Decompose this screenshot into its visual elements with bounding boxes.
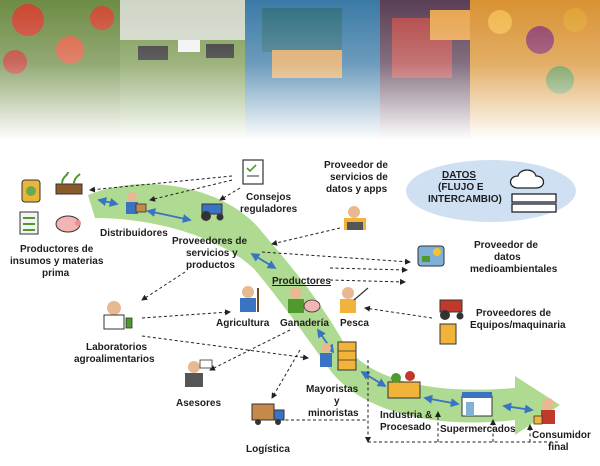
proveedor-medio-label-2: datos — [494, 252, 521, 263]
mayoristas-label-1: Mayoristas — [306, 384, 359, 395]
tractor-icon — [201, 203, 224, 221]
processing-plant-icon — [387, 371, 421, 399]
proveedores-equipos-label-2: Equipos/maquinaria — [470, 320, 566, 331]
seed-bag-icon — [21, 179, 41, 203]
consumidor-label-2: final — [548, 442, 569, 453]
proveedores-servicios-label-1: Proveedores de — [172, 236, 248, 247]
productores-insumos-label-3: prima — [42, 268, 70, 279]
datos-sub2: INTERCAMBIO) — [428, 194, 502, 205]
advisor-icon — [185, 359, 213, 387]
lab-scientist-icon — [103, 301, 133, 330]
mayoristas-label-3: minoristas — [308, 408, 359, 419]
logistics-truck-icon — [251, 403, 285, 425]
datos-title: DATOS — [442, 170, 477, 181]
farmer-icon — [240, 286, 259, 312]
proveedor-medio-label-3: medioambientales — [470, 264, 558, 275]
supermercados-label: Supermercados — [440, 424, 516, 435]
proveedores-equipos-label-1: Proveedores de — [476, 308, 552, 319]
consumidor-label-1: Consumidor — [532, 430, 591, 441]
laboratorios-label-2: agroalimentarios — [74, 354, 155, 365]
flow-arrows — [97, 197, 534, 414]
livestock-farmer-icon — [288, 287, 321, 313]
consumer-icon — [533, 398, 555, 425]
productores-label: Productores — [272, 276, 331, 287]
asesores-label: Asesores — [176, 398, 222, 409]
proveedor-datos-label-3: datos y apps — [326, 184, 388, 195]
agricultura-label: Agricultura — [216, 318, 270, 329]
wholesaler-icon — [320, 341, 357, 371]
proveedor-datos-label-1: Proveedor de — [324, 160, 388, 171]
delivery-person-icon — [126, 192, 147, 214]
weather-data-icon — [417, 245, 445, 267]
fisherman-icon — [340, 287, 369, 313]
proveedores-servicios-label-2: servicios y — [186, 248, 238, 259]
seedling-tray-icon — [55, 171, 83, 195]
mayoristas-label-2: y — [334, 396, 340, 407]
distribuidores-label: Distribuidores — [100, 228, 168, 239]
datos-sub1: (FLUJO E — [438, 182, 484, 193]
photo-collage-banner — [0, 0, 600, 140]
logistica-label: Logística — [246, 444, 290, 455]
proveedores-servicios-label-3: productos — [186, 260, 235, 271]
pig-icon — [55, 215, 81, 233]
machinery-icon — [439, 299, 464, 345]
ganaderia-label: Ganadería — [280, 318, 329, 329]
industria-label-2: Procesado — [380, 422, 432, 433]
regulation-checklist-icon — [242, 159, 264, 185]
productores-insumos-label-2: insumos y materias — [10, 256, 104, 267]
laboratorios-label-1: Laboratorios — [86, 342, 148, 353]
proveedor-medio-label-1: Proveedor de — [474, 240, 538, 251]
pesca-label: Pesca — [340, 318, 369, 329]
proveedor-datos-label-2: servicios de — [330, 172, 388, 183]
consejos-label-1: Consejos — [246, 192, 292, 203]
industria-label-1: Industria & — [380, 410, 433, 421]
consejos-label-2: reguladores — [240, 204, 298, 215]
supermarket-icon — [461, 392, 493, 417]
productores-insumos-label-1: Productores de — [20, 244, 94, 255]
dashed-arrows — [89, 175, 560, 443]
cloud-server-icon — [509, 169, 557, 213]
data-analyst-icon — [344, 206, 366, 230]
crop-rows-icon — [19, 211, 39, 235]
